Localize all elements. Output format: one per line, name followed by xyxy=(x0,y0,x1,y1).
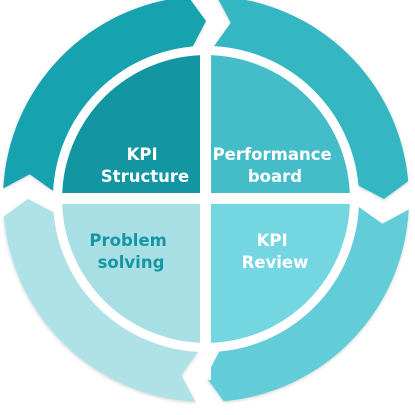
cycle-ring xyxy=(3,0,409,402)
ring-arrow-kpi-structure xyxy=(3,0,206,191)
label-kpi-review: KPI Review xyxy=(242,231,309,272)
quadrant-problem-solving xyxy=(62,199,206,343)
label-performance-board: Performance board xyxy=(213,145,338,186)
divider-horizontal xyxy=(40,193,372,204)
quadrant-kpi-structure xyxy=(62,55,206,199)
ring-arrow-performance-board xyxy=(214,0,409,199)
divider-vertical xyxy=(200,48,211,380)
label-problem-solving: Problem solving xyxy=(89,231,172,272)
quadrant-kpi-review xyxy=(206,199,350,343)
label-kpi-structure: KPI Structure xyxy=(101,145,189,186)
ring-arrow-kpi-review xyxy=(206,207,409,402)
quadrant-performance-board xyxy=(206,55,350,199)
ring-arrow-problem-solving xyxy=(3,199,198,402)
